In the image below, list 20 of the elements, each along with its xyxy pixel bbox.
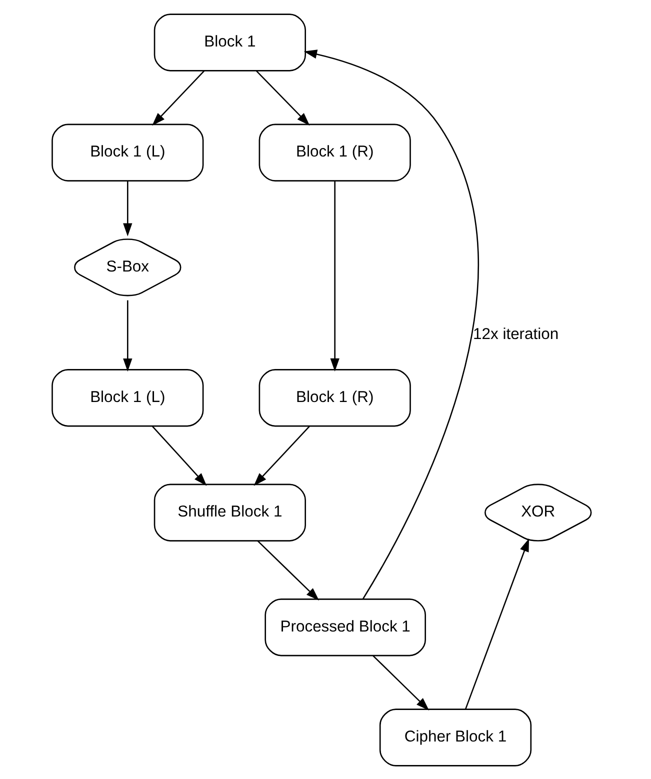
arrow [152, 70, 204, 126]
arrow [372, 654, 429, 710]
node-box: Processed Block 1 [264, 598, 426, 656]
arrow [303, 49, 478, 599]
node-box: Block 1 (R) [258, 123, 410, 181]
arrow [464, 538, 529, 709]
arrow [122, 300, 132, 372]
node-box: Block 1 (L) [51, 123, 204, 181]
arrow [253, 425, 310, 486]
arrow [151, 425, 206, 486]
node-box: Block 1 (R) [258, 368, 410, 426]
node-box: Block 1 [153, 13, 306, 71]
node-box: Shuffle Block 1 [153, 483, 306, 541]
arrow [122, 180, 132, 236]
edge-label: 12x iteration [472, 325, 558, 342]
arrow [255, 70, 310, 126]
arrow [330, 180, 339, 372]
node-box: Cipher Block 1 [378, 708, 532, 766]
node-box: Block 1 (L) [51, 368, 204, 426]
arrow [256, 540, 319, 600]
